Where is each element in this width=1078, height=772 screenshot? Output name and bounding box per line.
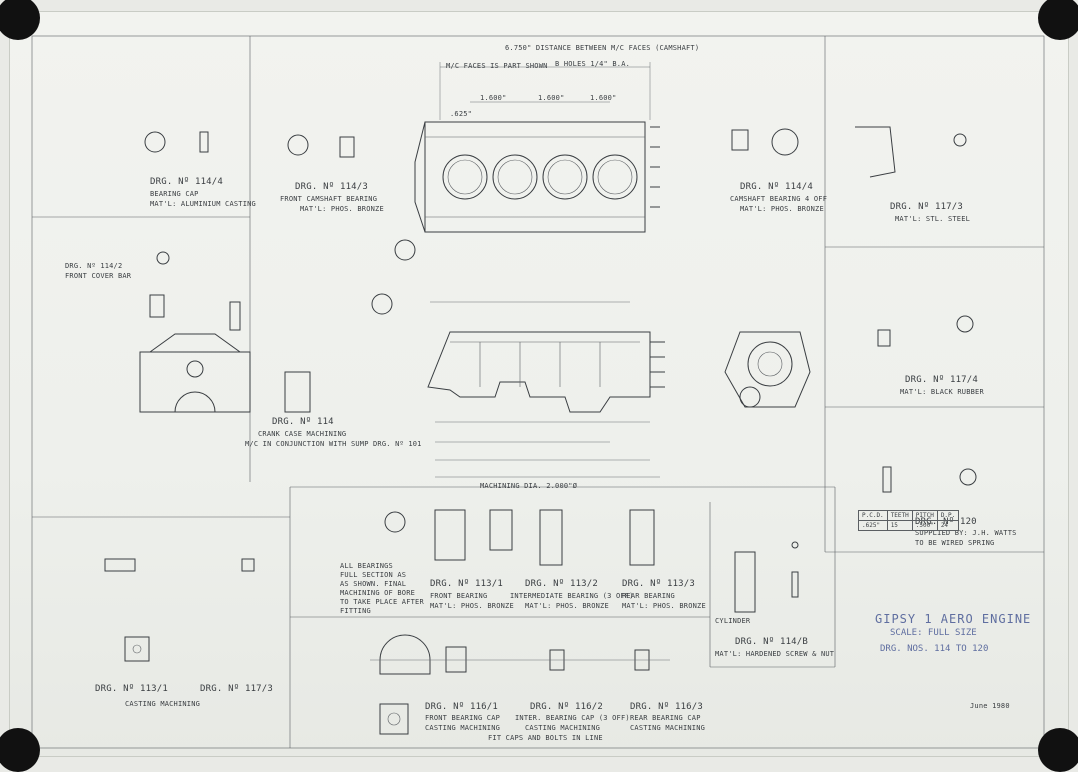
drg-114-b-number: DRG. Nº 114/B	[735, 637, 809, 647]
drg-117-4-number: DRG. Nº 117/4	[905, 375, 979, 385]
drg-114-2-number: DRG. Nº 114/2	[65, 262, 123, 270]
crankcase-end-view	[724, 331, 811, 408]
drg-114-4b-material: MAT'L: PHOS. BRONZE	[740, 205, 824, 213]
drg-114-4-number: DRG. Nº 114/4	[150, 177, 224, 187]
drg-116-3-note: CASTING MACHINING	[630, 724, 706, 732]
drg-113-3-name: REAR BEARING	[622, 592, 675, 600]
dim-2: 1.600"	[538, 94, 565, 102]
drg-113-1b-name: FRONT BEARING	[430, 592, 488, 600]
drawing-numbers: DRG. NOS. 114 TO 120	[880, 644, 989, 654]
drg-117-3-material: MAT'L: STL. STEEL	[895, 215, 971, 223]
gear-spec-table: P.C.D. TEETH PITCH D.P. .625" 15 .500" 2…	[858, 510, 960, 531]
corner-pin	[0, 0, 40, 40]
overall-dimension: 6.750" DISTANCE BETWEEN M/C FACES (CAMSH…	[505, 44, 700, 52]
fit-caps-note: FIT CAPS AND BOLTS IN LINE	[488, 734, 603, 742]
drg-116-2-number: DRG. Nº 116/2	[530, 702, 604, 712]
drg-114-4b-number: DRG. Nº 114/4	[740, 182, 814, 192]
drg-114-3-number: DRG. Nº 114/3	[295, 182, 369, 192]
front-cover-casting	[139, 251, 251, 413]
spec-header-pitch: PITCH	[911, 510, 938, 521]
drg-114-2-name: FRONT COVER BAR	[65, 272, 132, 280]
drg-113-2-number: DRG. Nº 113/2	[525, 579, 599, 589]
bearings-row	[104, 509, 799, 662]
outer-border	[31, 35, 1045, 749]
drawing-sheet: 6.750" DISTANCE BETWEEN M/C FACES (CAMSH…	[10, 12, 1068, 756]
spec-cell: .500"	[911, 520, 938, 531]
all-bearings-note: ALL BEARINGS FULL SECTION AS AS SHOWN. F…	[340, 562, 424, 615]
drg-116-3-name: REAR BEARING CAP	[630, 714, 701, 722]
drg-114-3-name: FRONT CAMSHAFT BEARING	[280, 195, 378, 203]
cylinder-label: CYLINDER	[715, 617, 751, 625]
drg-116-2-name: INTER. BEARING CAP (3 OFF)	[515, 714, 630, 722]
drg-114-3-material: MAT'L: PHOS. BRONZE	[300, 205, 384, 213]
drg-114-name: CRANK CASE MACHINING	[258, 430, 347, 438]
spec-cell: .625"	[858, 520, 888, 531]
drg-117-4-material: MAT'L: BLACK RUBBER	[900, 388, 984, 396]
drg-114-4b-name: CAMSHAFT BEARING 4 OFF	[730, 195, 828, 203]
drawing-linework	[31, 35, 1045, 749]
casting-machining: CASTING MACHINING	[125, 700, 201, 708]
drg-113-3-material: MAT'L: PHOS. BRONZE	[622, 602, 706, 610]
spec-cell: 24	[936, 520, 960, 531]
spec-header-dp: D.P.	[936, 510, 960, 521]
signature-date: June 1980	[970, 702, 1010, 710]
dim-4: .625"	[450, 110, 473, 118]
drg-114-4-name: BEARING CAP	[150, 190, 199, 198]
drg-117-3b-number: DRG. Nº 117/3	[200, 684, 274, 694]
drawing-scale: SCALE: FULL SIZE	[890, 628, 977, 638]
drg-116-1-number: DRG. Nº 116/1	[425, 702, 499, 712]
mc-faces-note: M/C FACES IS PART SHOWN	[446, 62, 548, 70]
machining-dia: MACHINING DIA. 2.000"Ø	[480, 482, 578, 490]
drg-114-number: DRG. Nº 114	[272, 417, 334, 427]
crankcase-section-view	[427, 301, 665, 478]
drg-116-3-number: DRG. Nº 116/3	[630, 702, 704, 712]
small-parts	[144, 126, 977, 493]
drg-113-1b-number: DRG. Nº 113/1	[430, 579, 504, 589]
drg-116-1-note: CASTING MACHINING	[425, 724, 501, 732]
drg-114-4-material: MAT'L: ALUMINIUM CASTING	[150, 200, 256, 208]
spec-header-teeth: TEETH	[886, 510, 913, 521]
drg-113-1-number: DRG. Nº 113/1	[95, 684, 169, 694]
crankcase-top-view	[414, 62, 660, 233]
drg-117-3-number: DRG. Nº 117/3	[890, 202, 964, 212]
drg-116-1-name: FRONT BEARING CAP	[425, 714, 501, 722]
dim-1: 1.600"	[480, 94, 507, 102]
spec-cell: 15	[886, 520, 913, 531]
corner-pin	[1038, 728, 1078, 772]
drawing-title: GIPSY 1 AERO ENGINE	[875, 612, 1032, 626]
drg-113-3-number: DRG. Nº 113/3	[622, 579, 696, 589]
bearing-caps-row	[370, 634, 670, 735]
drg-120-note: TO BE WIRED SPRING	[915, 539, 995, 547]
corner-pin	[1038, 0, 1078, 40]
drg-113-2-material: MAT'L: PHOS. BRONZE	[525, 602, 609, 610]
corner-pin	[0, 728, 40, 772]
spec-header-pcd: P.C.D.	[858, 510, 888, 521]
drg-116-2-note: CASTING MACHINING	[525, 724, 601, 732]
drg-113-2-name: INTERMEDIATE BEARING (3 OFF)	[510, 592, 634, 600]
drg-114-b-material: MAT'L: HARDENED SCREW & NUT	[715, 650, 835, 658]
dim-3: 1.600"	[590, 94, 617, 102]
drill-note: B HOLES 1/4" B.A.	[555, 60, 631, 68]
drg-120-supplier: SUPPLIED BY: J.H. WATTS	[915, 529, 1017, 537]
drg-113-1b-material: MAT'L: PHOS. BRONZE	[430, 602, 514, 610]
drg-114-note: M/C IN CONJUNCTION WITH SUMP DRG. Nº 101	[245, 440, 422, 448]
